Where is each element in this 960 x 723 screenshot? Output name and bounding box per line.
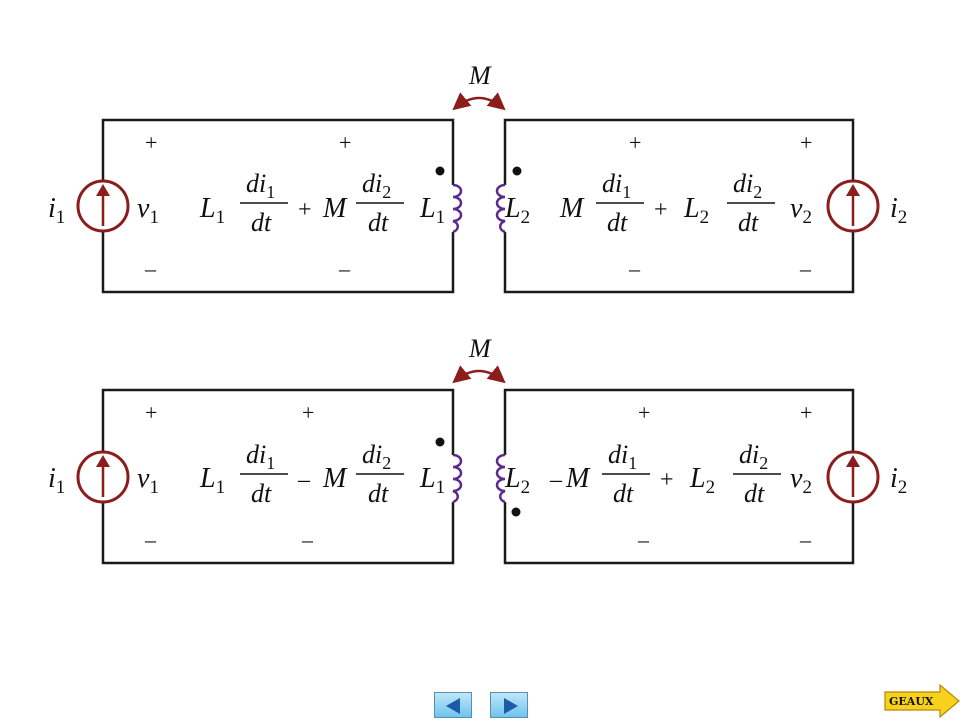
svg-text:dt: dt — [607, 208, 628, 237]
circuit-diagram: M + – + – + – + – i1 v1 L1 di1 dt + M di… — [48, 61, 907, 565]
bottom-equation-left: L1 di1 dt – M di2 dt — [199, 440, 404, 508]
bottom-coupling-arrow — [452, 365, 506, 384]
bottom-minus-v2: – — [799, 527, 812, 552]
svg-text:di1: di1 — [246, 440, 275, 473]
top-l2-label: L2 — [504, 193, 530, 228]
top-minus-v2: – — [799, 256, 812, 281]
bottom-i1-label: i1 — [48, 463, 65, 498]
bottom-current-source-i2 — [826, 450, 880, 504]
svg-text:di2: di2 — [733, 169, 762, 202]
top-coil-l2 — [495, 183, 506, 234]
top-dot-l2 — [512, 166, 522, 176]
svg-text:+: + — [298, 197, 312, 223]
top-coupling-arrow — [452, 92, 506, 111]
svg-text:dt: dt — [251, 208, 272, 237]
top-minus-v1: – — [144, 256, 157, 281]
top-current-source-i1 — [76, 179, 130, 233]
svg-text:–: – — [549, 467, 563, 493]
svg-text:L1: L1 — [199, 463, 225, 498]
bottom-circuit: M + – + – + – + – i1 v1 L1 di1 dt – M di… — [48, 334, 907, 565]
triangle-right-icon — [504, 698, 518, 714]
top-circuit: M + – + – + – + – i1 v1 L1 di1 dt + M di… — [48, 61, 907, 294]
svg-text:dt: dt — [738, 208, 759, 237]
svg-text:dt: dt — [368, 479, 389, 508]
svg-text:dt: dt — [368, 208, 389, 237]
bottom-plus-v2: + — [800, 400, 812, 425]
svg-text:M: M — [565, 463, 591, 494]
top-current-source-i2 — [826, 179, 880, 233]
bottom-dot-l1 — [435, 437, 445, 447]
geaux-button[interactable]: GEAUX — [884, 683, 960, 719]
bottom-l1-label: L1 — [419, 463, 445, 498]
bottom-minus-eq2: – — [637, 527, 650, 552]
bottom-v2-label: v2 — [790, 463, 812, 498]
svg-text:M: M — [322, 193, 348, 224]
svg-text:di2: di2 — [739, 440, 768, 473]
svg-text:dt: dt — [251, 479, 272, 508]
top-l1-label: L1 — [419, 193, 445, 228]
svg-text:M: M — [559, 193, 585, 224]
bottom-minus-eq1: – — [301, 527, 314, 552]
svg-text:di1: di1 — [608, 440, 637, 473]
svg-text:L2: L2 — [683, 193, 709, 228]
svg-text:di2: di2 — [362, 169, 391, 202]
top-v1-label: v1 — [137, 193, 159, 228]
svg-text:di2: di2 — [362, 440, 391, 473]
bottom-plus-eq1: + — [302, 400, 314, 425]
svg-text:di1: di1 — [246, 169, 275, 202]
geaux-label: GEAUX — [889, 695, 934, 708]
bottom-dot-l2 — [511, 507, 521, 517]
bottom-coil-l1 — [452, 453, 463, 504]
svg-text:–: – — [297, 467, 311, 493]
top-v2-label: v2 — [790, 193, 812, 228]
bottom-minus-v1: – — [144, 527, 157, 552]
svg-text:dt: dt — [613, 479, 634, 508]
svg-text:+: + — [660, 467, 674, 493]
bottom-plus-eq2: + — [638, 400, 650, 425]
svg-text:+: + — [654, 197, 668, 223]
svg-text:M: M — [322, 463, 348, 494]
bottom-coil-l2 — [495, 453, 506, 504]
bottom-plus-v1: + — [145, 400, 157, 425]
top-minus-eq1: – — [338, 256, 351, 281]
bottom-v1-label: v1 — [137, 463, 159, 498]
top-equation-left: L1 di1 dt + M di2 dt — [199, 169, 404, 237]
top-plus-v1: + — [145, 130, 157, 155]
top-dot-l1 — [435, 166, 445, 176]
svg-text:L1: L1 — [199, 193, 225, 228]
bottom-coupling-label: M — [468, 334, 492, 363]
top-plus-v2: + — [800, 130, 812, 155]
top-i1-label: i1 — [48, 193, 65, 228]
top-equation-right: M di1 dt + L2 di2 dt — [559, 169, 775, 237]
top-coupling-label: M — [468, 61, 492, 90]
svg-text:dt: dt — [744, 479, 765, 508]
top-plus-eq2: + — [629, 130, 641, 155]
top-minus-eq2: – — [628, 256, 641, 281]
bottom-l2-label: L2 — [504, 463, 530, 498]
bottom-current-source-i1 — [76, 450, 130, 504]
top-plus-eq1: + — [339, 130, 351, 155]
bottom-equation-right: – M di1 dt + L2 di2 dt — [549, 440, 781, 508]
triangle-left-icon — [446, 698, 460, 714]
arrow-right-icon: GEAUX — [884, 683, 960, 719]
top-coil-l1 — [452, 183, 463, 234]
svg-text:di1: di1 — [602, 169, 631, 202]
previous-slide-button[interactable] — [434, 692, 472, 718]
bottom-i2-label: i2 — [890, 463, 907, 498]
top-i2-label: i2 — [890, 193, 907, 228]
svg-text:L2: L2 — [689, 463, 715, 498]
next-slide-button[interactable] — [490, 692, 528, 718]
